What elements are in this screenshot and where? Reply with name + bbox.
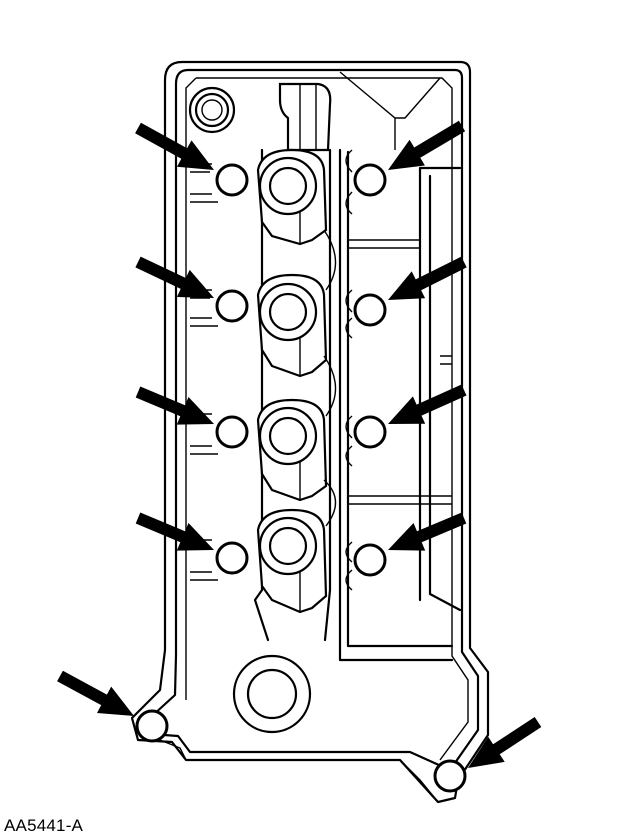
inner-column-left bbox=[338, 148, 454, 662]
arrow-left-2 bbox=[135, 256, 214, 298]
arrow-right-1 bbox=[388, 120, 466, 170]
bolt-left-3 bbox=[215, 415, 249, 449]
cover-inner-deck bbox=[185, 77, 469, 761]
arrow-left-3 bbox=[135, 386, 214, 425]
inner-column-right bbox=[346, 150, 454, 648]
bottom-lip bbox=[159, 739, 439, 803]
arrow-left-4 bbox=[135, 512, 214, 551]
bolt-left-1 bbox=[215, 163, 249, 197]
cover-inner-rail bbox=[148, 68, 480, 772]
bolt-right-4 bbox=[353, 543, 387, 577]
bolt-left-4 bbox=[215, 541, 249, 575]
spine-left bbox=[253, 148, 270, 642]
pcv-port-inner bbox=[246, 668, 298, 720]
corner-rib bbox=[339, 71, 441, 150]
bolt-left-2 bbox=[215, 289, 249, 323]
right-bolt-bosses bbox=[345, 149, 353, 591]
arrow-bottom-right bbox=[468, 717, 542, 768]
bolt-bottom-right bbox=[433, 759, 467, 793]
figure-id-label: AA5441-A bbox=[4, 816, 84, 835]
oil-filler-mid bbox=[194, 92, 230, 128]
spark-plug-wells bbox=[256, 148, 337, 614]
bolt-right-1 bbox=[353, 163, 387, 197]
arrow-right-2 bbox=[388, 256, 467, 300]
arrow-left-1 bbox=[135, 122, 214, 170]
spine-right bbox=[323, 148, 332, 642]
oil-filler-inner bbox=[201, 99, 223, 121]
arrow-right-4 bbox=[388, 512, 467, 551]
bolt-arrows bbox=[57, 120, 542, 768]
cover-outline bbox=[130, 60, 490, 804]
breather-tube-detail bbox=[299, 84, 317, 150]
bolt-bottom-left bbox=[135, 709, 169, 743]
arrow-bottom-left bbox=[57, 670, 134, 716]
bolt-right-2 bbox=[353, 293, 387, 327]
right-frame-ribs bbox=[348, 239, 452, 505]
breather-tube bbox=[278, 82, 332, 152]
bolt-right-3 bbox=[353, 415, 387, 449]
left-bolt-bosses bbox=[190, 163, 218, 581]
arrow-right-3 bbox=[388, 384, 467, 424]
